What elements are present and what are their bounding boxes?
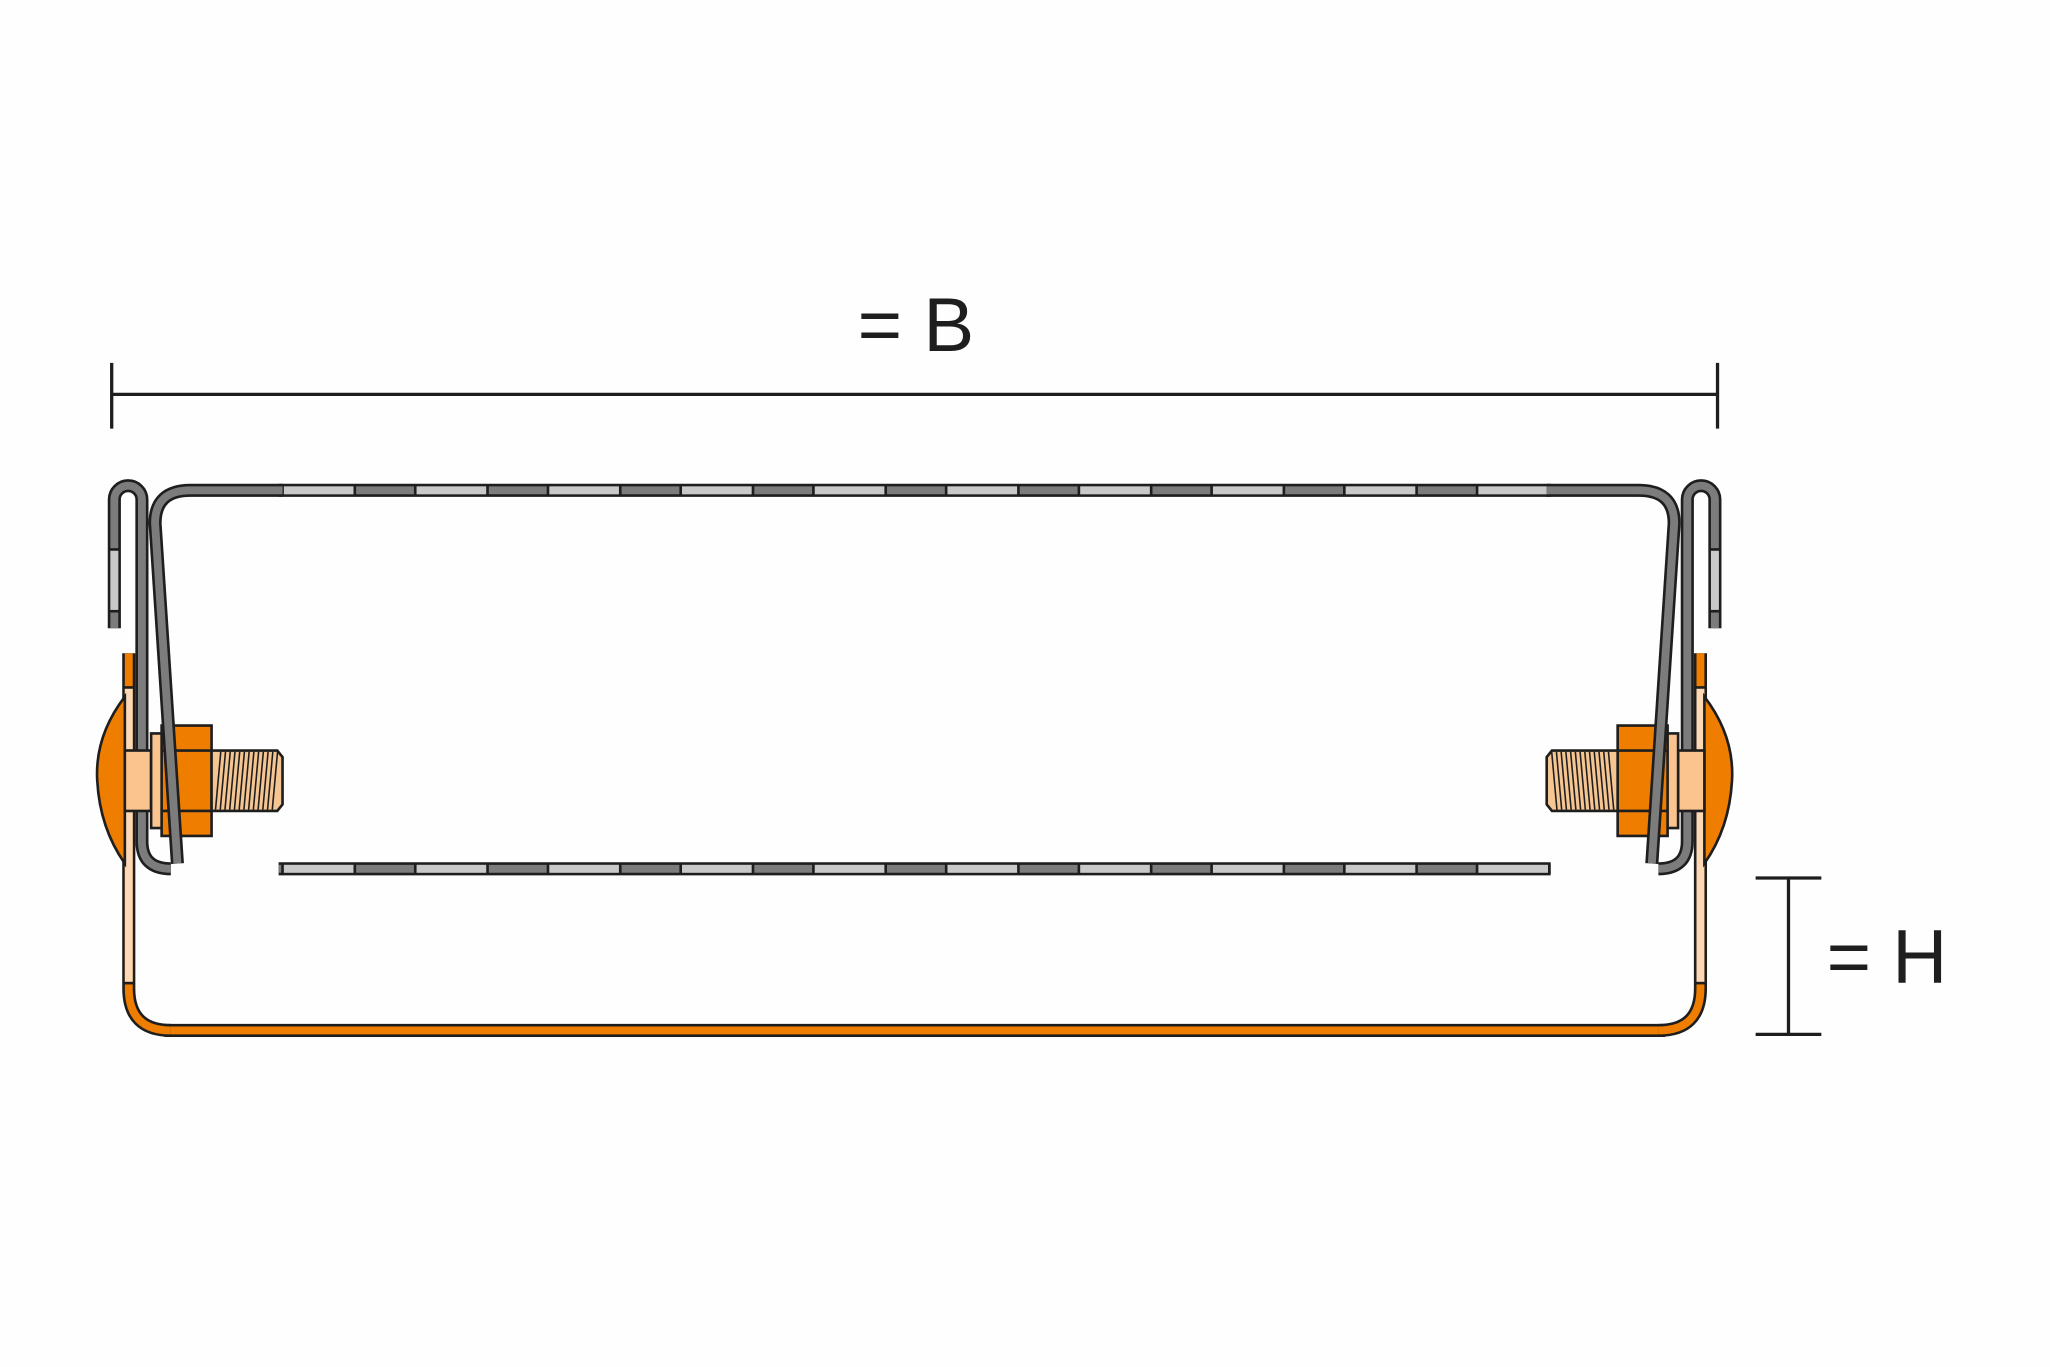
rail-perforation [680, 486, 753, 495]
dimension-h [1755, 876, 1822, 1037]
rail-perforation [1477, 486, 1550, 495]
rail-perforation [1078, 486, 1152, 495]
dimension-b [110, 362, 1720, 429]
tray-top-rail [278, 483, 1551, 497]
rail-perforation [415, 486, 488, 495]
rail-perforation [1211, 486, 1284, 495]
tray-rails [278, 483, 1551, 876]
tray-end-right [1547, 486, 1732, 1031]
rail-perforation [1211, 864, 1284, 873]
width-label: = B [858, 283, 975, 368]
rail-perforation [282, 486, 355, 495]
rail-perforation [1344, 864, 1417, 873]
dome-cap [95, 692, 127, 868]
rail-perforation [547, 864, 621, 873]
rail-perforation [813, 864, 886, 873]
tray-bottom-rail [278, 862, 1551, 876]
rail-perforation [813, 486, 886, 495]
rail-perforation [946, 486, 1019, 495]
rail-perforation [415, 864, 488, 873]
rail-perforation [282, 864, 355, 873]
washer [123, 749, 153, 813]
rail-perforation [680, 864, 753, 873]
tray-end-left [95, 479, 284, 1037]
rail-perforation [1344, 486, 1417, 495]
height-label: = H [1827, 915, 1948, 1000]
rail-perforation [1078, 864, 1152, 873]
rail-perforation [1477, 864, 1550, 873]
rail-perforation [547, 486, 621, 495]
rail-perforation [946, 864, 1019, 873]
